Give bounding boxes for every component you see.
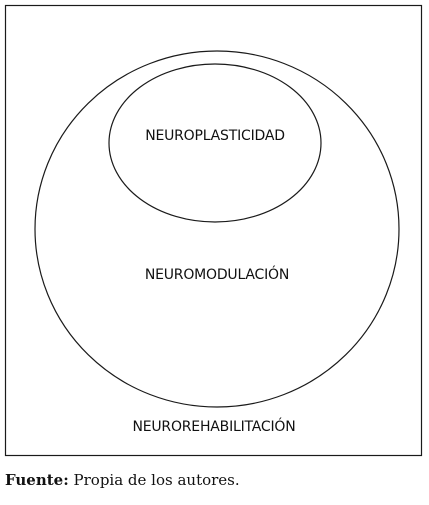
caption-text: Propia de los autores. [73, 471, 240, 489]
nested-concept-diagram: NEUROPLASTICIDAD NEUROMODULACIÓN NEURORE… [4, 4, 423, 457]
outer-frame [4, 4, 423, 457]
inner-ellipse [108, 63, 322, 223]
inner-label: NEUROPLASTICIDAD [145, 128, 285, 144]
middle-ellipse [34, 50, 400, 408]
middle-label: NEUROMODULACIÓN [145, 265, 289, 283]
caption-prefix: Fuente: [5, 471, 69, 489]
outer-label: NEUROREHABILITACIÓN [132, 417, 295, 435]
figure-caption: Fuente: Propia de los autores. [5, 471, 240, 489]
